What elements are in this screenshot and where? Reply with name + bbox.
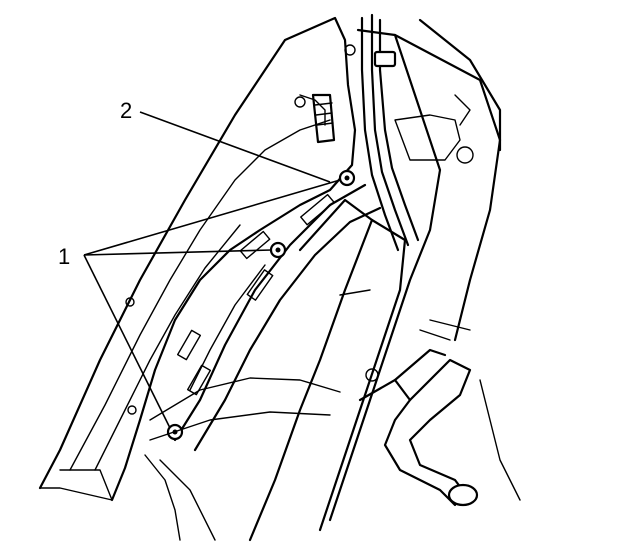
wire-harness — [360, 13, 420, 252]
duct-pipe — [358, 319, 521, 507]
leader-2 — [139, 111, 331, 183]
stud — [311, 93, 336, 144]
body-pillar — [248, 18, 502, 542]
callout-2: 2 — [120, 98, 132, 123]
leader-1c — [83, 254, 171, 429]
fasteners — [166, 169, 356, 441]
leader-1b — [83, 249, 273, 256]
trim-panel — [38, 16, 357, 502]
floor-contour — [144, 377, 341, 541]
leader-lines — [83, 111, 341, 429]
leader-1a — [83, 179, 341, 256]
pillar-bracket — [173, 183, 382, 452]
callout-1: 1 — [58, 244, 70, 269]
